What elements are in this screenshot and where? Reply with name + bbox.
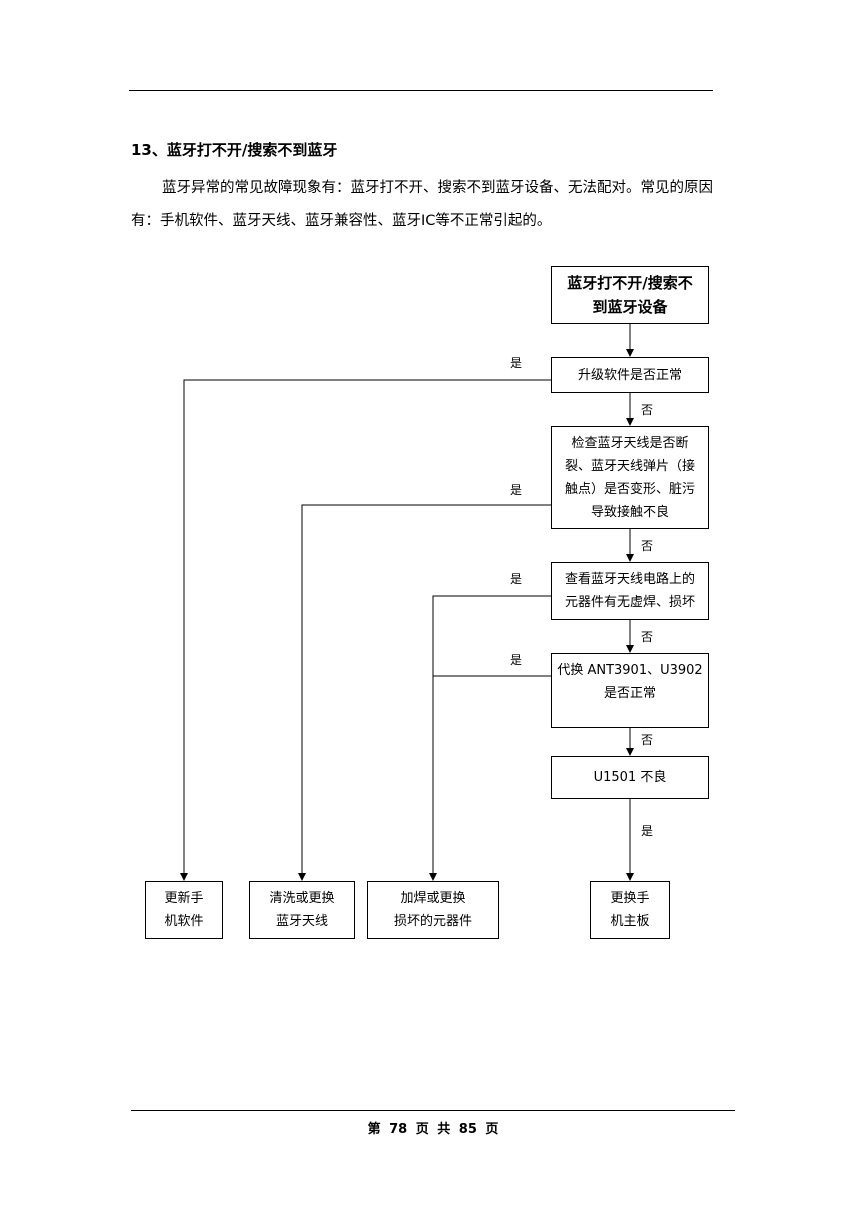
label-yes-3: 是 — [510, 572, 523, 586]
header-rule — [129, 90, 713, 91]
label-no-3: 否 — [641, 630, 654, 644]
result-replace-board: 更换手 机主板 — [590, 881, 670, 939]
footer-rule — [131, 1110, 735, 1111]
branch-step2-result2 — [298, 504, 551, 881]
result-update-software: 更新手 机软件 — [145, 881, 223, 939]
branch-step3-result3 — [429, 595, 551, 881]
page-number: 第 78 页 共 85 页 — [367, 1122, 499, 1137]
label-yes-2: 是 — [510, 483, 523, 497]
flow-step-upgrade-software: 升级软件是否正常 — [551, 357, 709, 393]
result-clean-antenna: 清洗或更换 蓝牙天线 — [249, 881, 355, 939]
result-resolder-components: 加焊或更换 损坏的元器件 — [367, 881, 499, 939]
label-no-2: 否 — [641, 539, 654, 553]
branch-step1-result1 — [180, 379, 551, 881]
flow-step-check-antenna: 检查蓝牙天线是否断 裂、蓝牙天线弹片（接 触点）是否变形、脏污 导致接触不良 — [551, 426, 709, 529]
label-yes-5: 是 — [641, 824, 654, 838]
label-no-1: 否 — [641, 403, 654, 417]
label-yes-4: 是 — [510, 653, 523, 667]
section-heading: 13、蓝牙打不开/搜索不到蓝牙 — [131, 141, 338, 159]
label-yes-1: 是 — [510, 356, 523, 370]
flow-step-replace-ant: 代换 ANT3901、U3902 是否正常 — [551, 653, 709, 728]
flow-step-check-components: 查看蓝牙天线电路上的 元器件有无虚焊、损坏 — [551, 562, 709, 620]
flow-step-u1501-fault: U1501 不良 — [551, 756, 709, 799]
flow-start-box: 蓝牙打不开/搜索不 到蓝牙设备 — [551, 266, 709, 324]
label-no-4: 否 — [641, 733, 654, 747]
intro-paragraph: 蓝牙异常的常见故障现象有：蓝牙打不开、搜索不到蓝牙设备、无法配对。常见的原因有：… — [131, 180, 713, 229]
